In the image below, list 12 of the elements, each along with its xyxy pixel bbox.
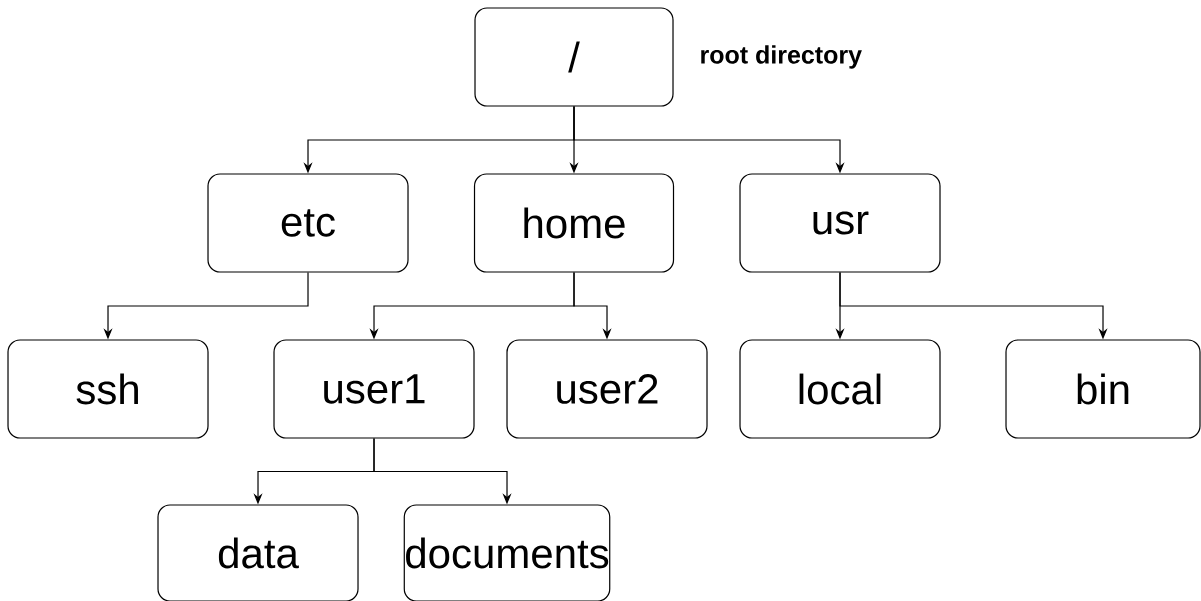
folder-box: etc bbox=[207, 173, 409, 273]
folder-box: data bbox=[157, 504, 359, 601]
folder-box: bin bbox=[1005, 339, 1201, 439]
folder-box: local bbox=[739, 339, 941, 439]
annotation-text: root directory bbox=[701, 45, 862, 69]
folder-box: home bbox=[473, 173, 675, 273]
folder-box: documents bbox=[403, 504, 611, 601]
folder-box: usr bbox=[739, 173, 941, 273]
folder-box: / bbox=[474, 7, 674, 107]
folder-box: user1 bbox=[273, 339, 475, 439]
folder-box: user2 bbox=[506, 339, 708, 439]
folder-box: ssh bbox=[7, 339, 209, 439]
